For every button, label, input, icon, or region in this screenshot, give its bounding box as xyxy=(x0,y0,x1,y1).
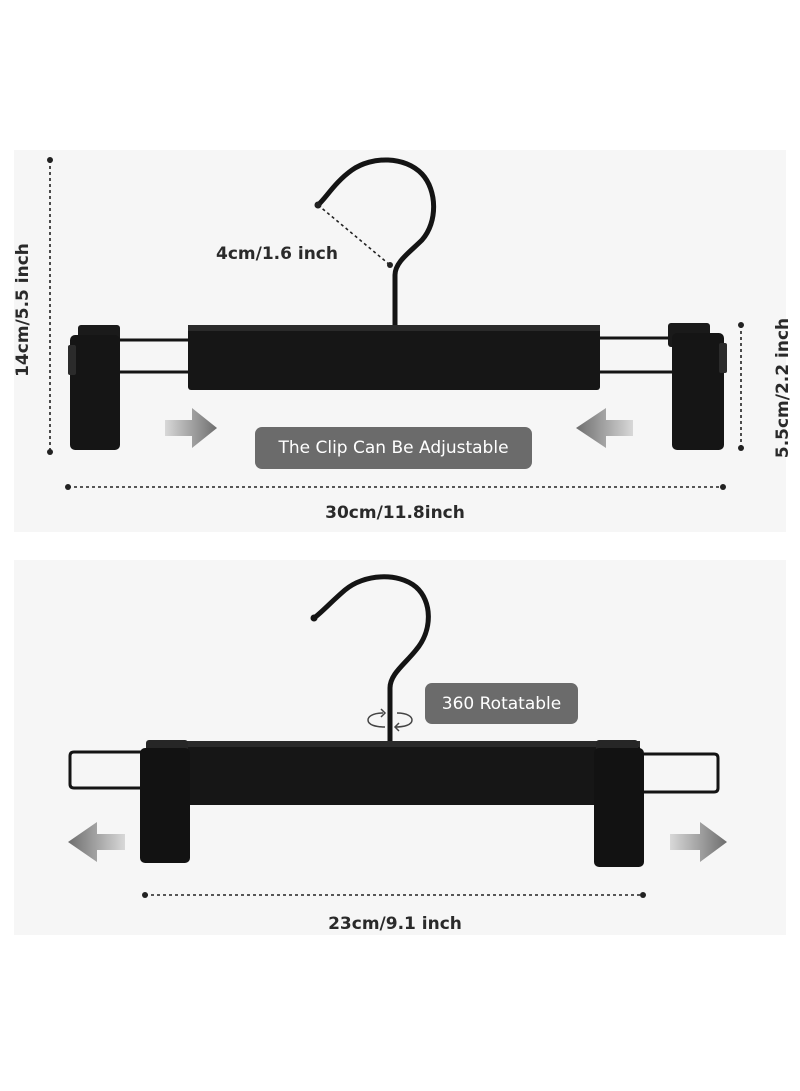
bottom-dimension-line xyxy=(142,892,646,898)
extended-width-label: 30cm/11.8inch xyxy=(325,503,465,523)
bottom-bar xyxy=(150,741,640,805)
bottom-hanger xyxy=(68,574,727,867)
bottom-left-loop xyxy=(68,750,150,790)
rotate-icon xyxy=(367,708,413,732)
bottom-arrow-right xyxy=(670,822,727,862)
hook-width-label: 4cm/1.6 inch xyxy=(216,244,338,264)
top-arrow-left xyxy=(576,408,633,448)
bottom-arrow-left xyxy=(68,822,125,862)
clip-height-label: 5.5cm/2.2 inch xyxy=(773,317,793,459)
bottom-right-loop xyxy=(640,752,720,794)
top-arrow-right xyxy=(165,408,217,448)
rotatable-badge: 360 Rotatable xyxy=(425,683,578,724)
top-dimension-lines xyxy=(49,160,742,488)
top-dimension-dots xyxy=(47,157,744,490)
top-hook xyxy=(315,157,437,330)
top-left-clip xyxy=(68,325,120,450)
bottom-left-clip xyxy=(140,740,190,863)
top-bar xyxy=(188,325,600,390)
bottom-hook xyxy=(311,574,431,745)
top-right-rods xyxy=(598,336,678,374)
retracted-width-label: 23cm/9.1 inch xyxy=(328,914,462,934)
top-hanger xyxy=(68,157,727,450)
bottom-right-clip xyxy=(594,740,644,867)
total-height-label: 14cm/5.5 inch xyxy=(13,243,33,377)
clip-adjustable-badge: The Clip Can Be Adjustable xyxy=(255,427,532,469)
top-right-clip xyxy=(668,323,727,450)
